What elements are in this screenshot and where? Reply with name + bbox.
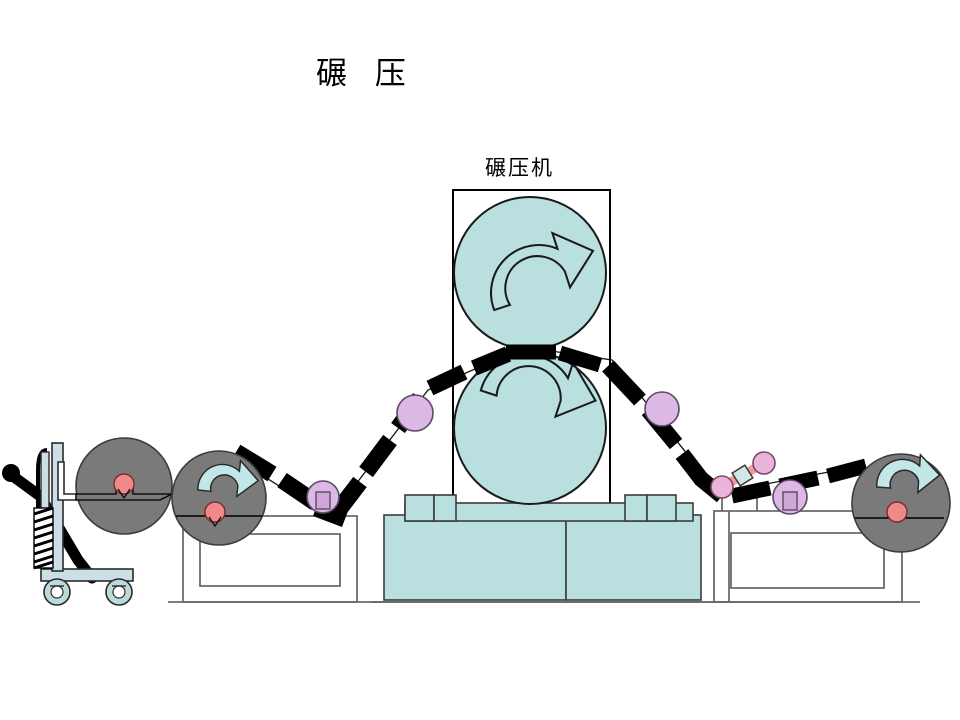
idler-roller-right-lower <box>772 479 808 515</box>
cart-caster-front <box>43 578 71 606</box>
cart-caster-rear <box>105 578 133 606</box>
base-pedestal-left <box>383 514 567 601</box>
unwind-stand-left <box>168 513 374 603</box>
upper-calender-roll <box>453 196 607 350</box>
manual-lift-cart <box>2 442 134 606</box>
tension-arm-assembly <box>710 451 776 499</box>
detail-circle-unwind-drive <box>171 450 267 546</box>
tension-roller-lower <box>710 475 734 499</box>
roll-core-marker-unwind <box>204 501 226 523</box>
base-pedestal-right <box>565 514 702 601</box>
core-pin-unwind <box>208 516 222 528</box>
roll-core-marker-cart <box>113 473 135 495</box>
base-block-right-outer <box>646 494 677 522</box>
idler-roller-left-upper <box>396 394 434 432</box>
idler-roller-right-upper <box>644 391 680 427</box>
page-title: 碾 压 <box>316 56 416 91</box>
base-block-left-outer <box>404 494 435 522</box>
core-pin-cart <box>117 488 131 500</box>
idler-roller-left-lower <box>306 480 340 514</box>
roll-core-marker-rewind <box>886 501 908 523</box>
detail-circle-cart-core <box>75 437 173 535</box>
rewind-stand-right <box>700 487 920 603</box>
machine-label: 碾压机 <box>485 156 554 180</box>
cart-base-rail <box>40 568 134 582</box>
base-block-left-inner <box>433 494 457 522</box>
tension-roller-upper <box>752 451 776 475</box>
tension-arm-pivot <box>731 464 754 487</box>
cart-hydraulic-pump <box>33 506 54 570</box>
idler-roller-left-lower-post <box>315 491 331 510</box>
detail-circle-rewind-drive <box>851 451 951 553</box>
base-block-right-inner <box>624 494 648 522</box>
idler-roller-right-lower-post <box>782 491 798 511</box>
cart-handle-grip <box>2 464 20 482</box>
machine-base-structure <box>370 494 735 603</box>
